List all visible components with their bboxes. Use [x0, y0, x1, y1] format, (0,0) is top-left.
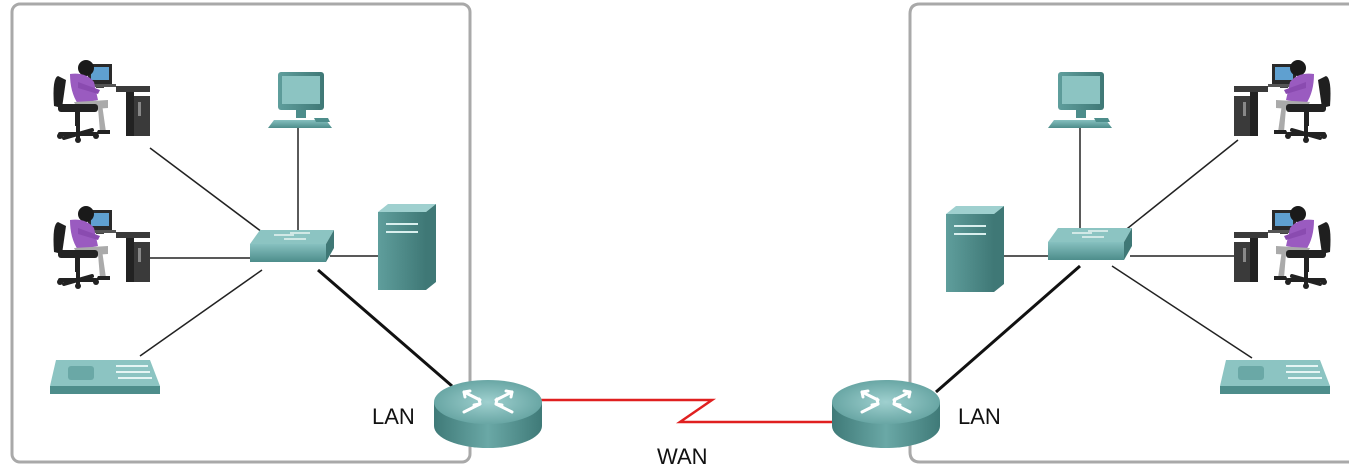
- link-right-phone: [1111, 265, 1253, 359]
- computer-icon: [1048, 72, 1112, 128]
- ip-phone-icon: [49, 359, 161, 395]
- ip-phone-icon: [1219, 359, 1331, 395]
- wan-label: WAN: [657, 444, 708, 469]
- computer-icon: [268, 72, 332, 128]
- server-icon: [945, 205, 1005, 293]
- lan-right-label: LAN: [958, 404, 1001, 429]
- link-right-user1: [1117, 139, 1239, 237]
- link-right-router: [935, 264, 1081, 394]
- user-at-desk-icon: [51, 58, 152, 145]
- user-at-desk-icon: [1232, 204, 1333, 291]
- user-at-desk-icon: [1232, 58, 1333, 145]
- lan-left-label: LAN: [372, 404, 415, 429]
- router-icon: [432, 378, 544, 450]
- link-left-phone: [139, 269, 263, 357]
- lan-left-boundary: [10, 2, 472, 464]
- link-left-user1: [149, 147, 263, 233]
- user-at-desk-icon: [51, 204, 152, 291]
- switch-icon: [1047, 227, 1133, 261]
- wan-link: [540, 398, 836, 424]
- server-icon: [377, 203, 437, 291]
- lan-right-boundary: [908, 2, 1349, 464]
- router-icon: [830, 378, 942, 450]
- switch-icon: [249, 229, 335, 263]
- link-left-router: [317, 268, 453, 388]
